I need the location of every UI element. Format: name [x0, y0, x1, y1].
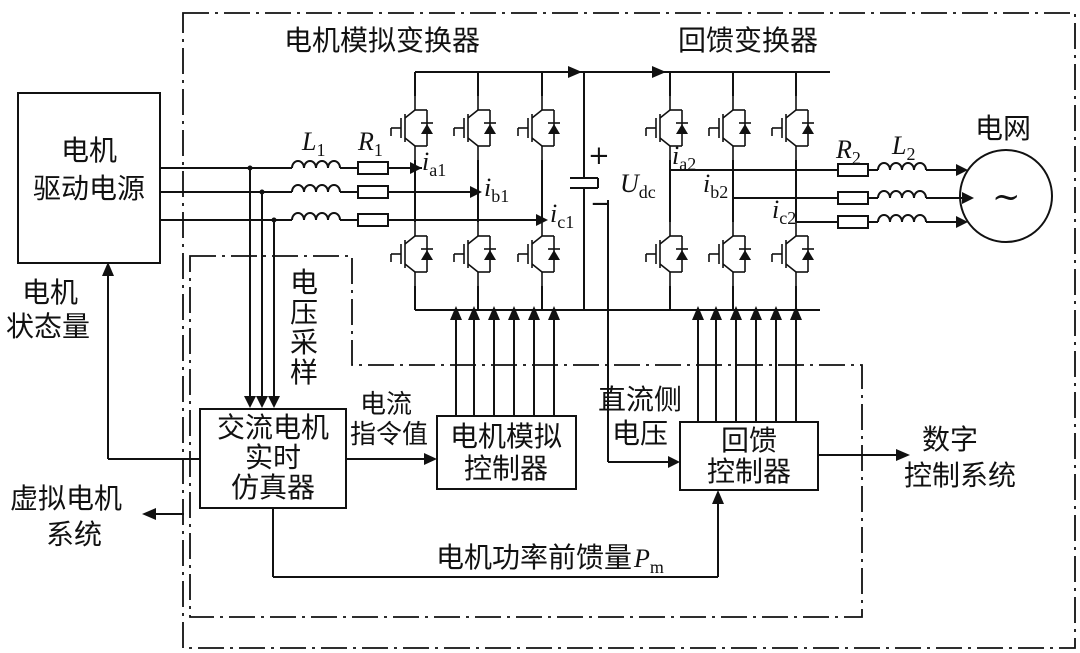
dc-link-capacitor: [570, 72, 599, 310]
drive-source-line-2: 驱动电源: [33, 172, 145, 205]
voltage-sampling-label-2: 压: [290, 296, 318, 329]
digital-control-label-1: 数字: [922, 423, 978, 456]
dc-bus: [415, 66, 830, 311]
ac-simulator-line-1: 交流电机: [217, 411, 329, 444]
virtual-motor-label-1: 虚拟电机: [10, 482, 122, 515]
capacitor-plus-sign: +: [588, 141, 610, 171]
power-feedforward-label: 电机功率前馈量Pm: [436, 541, 664, 577]
ac-simulator-block: 交流电机 实时 仿真器: [199, 408, 347, 509]
feedback-controller-line-1: 回馈: [721, 424, 777, 457]
motor-gate-signals: [450, 306, 560, 416]
motor-converter-bridge: [390, 72, 561, 310]
voltage-sampling-label-1: 电: [290, 266, 318, 299]
feedback-controller-block: 回馈 控制器: [679, 421, 819, 491]
dc-voltage-label-2: 电压: [612, 417, 668, 450]
output-phase-lines: [670, 162, 974, 229]
digital-control-arrow: [818, 449, 910, 461]
virtual-motor-arrow: [142, 508, 184, 520]
power-feedforward-line: [272, 490, 724, 578]
resistor-r2-label: R2: [835, 135, 861, 168]
feedback-gate-signals: [692, 306, 802, 422]
capacitor-minus-sign: −: [590, 189, 612, 219]
motor-state-label-2: 状态量: [6, 310, 90, 343]
grid-title: 电网: [975, 112, 1031, 145]
dc-voltage-sense-line: [607, 200, 680, 468]
current-command-label-2: 指令值: [350, 420, 428, 450]
grid-source: ~: [959, 149, 1053, 243]
voltage-sampling-label-4: 样: [290, 356, 318, 389]
feedback-converter-bridge: [645, 72, 815, 310]
inductor-l2-label: L2: [891, 131, 915, 164]
motor-state-label-1: 电机: [22, 276, 78, 309]
drive-source-line-1: 电机: [61, 134, 117, 167]
current-ic1-label: ic1: [550, 199, 574, 232]
motor-converter-title: 电机模拟变换器: [284, 24, 480, 57]
ac-simulator-line-3: 仿真器: [231, 471, 315, 504]
motor-controller-line-2: 控制器: [464, 452, 548, 485]
digital-control-boundary: [189, 255, 863, 618]
resistor-r1-label: R1: [357, 127, 383, 160]
ac-simulator-line-2: 实时: [245, 441, 301, 474]
current-ib1-label: ib1: [484, 173, 509, 206]
current-ic2-label: ic2: [772, 195, 796, 228]
dc-voltage-udc-label: Udc: [620, 169, 656, 202]
current-ia1-label: ia1: [422, 147, 446, 180]
motor-controller-block: 电机模拟 控制器: [436, 415, 577, 490]
dc-voltage-label-1: 直流侧: [598, 383, 682, 416]
current-ia2-label: ia2: [672, 141, 696, 174]
feedback-controller-line-2: 控制器: [707, 455, 791, 488]
digital-control-label-2: 控制系统: [904, 459, 1016, 492]
voltage-sampling-label-3: 采: [290, 326, 318, 359]
feedback-converter-title: 回馈变换器: [678, 24, 818, 57]
virtual-motor-label-2: 系统: [46, 518, 102, 551]
current-ib2-label: ib2: [703, 169, 728, 202]
drive-source-block: 电机 驱动电源: [17, 92, 161, 264]
inductor-l1-label: L1: [301, 127, 325, 160]
grid-ac-symbol: ~: [992, 177, 1021, 217]
current-command-arrow: [346, 453, 437, 465]
motor-controller-line-1: 电机模拟: [450, 420, 562, 453]
motor-state-arrow: [102, 262, 200, 460]
current-command-label-1: 电流: [360, 390, 412, 420]
voltage-sampling-lines: [244, 165, 280, 408]
system-boundary: [182, 12, 1076, 649]
